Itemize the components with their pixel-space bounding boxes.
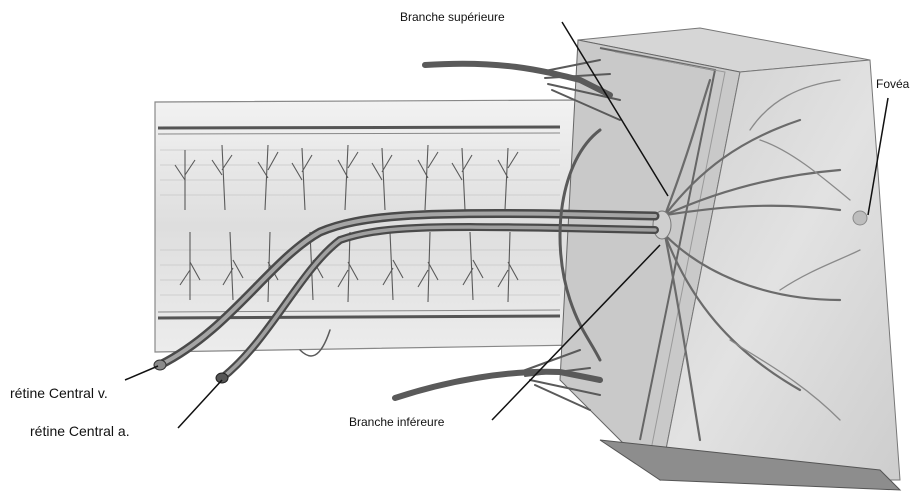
label-retine-central-a: rétine Central a.: [30, 424, 130, 438]
leader-central-artery: [178, 380, 222, 428]
leader-central-vein: [125, 366, 158, 380]
label-fovea: Fovéa: [876, 78, 909, 90]
label-retine-central-v: rétine Central v.: [10, 386, 108, 400]
label-branche-superieure: Branche supérieure: [400, 11, 505, 23]
label-branche-infereure: Branche inféreure: [349, 416, 444, 428]
